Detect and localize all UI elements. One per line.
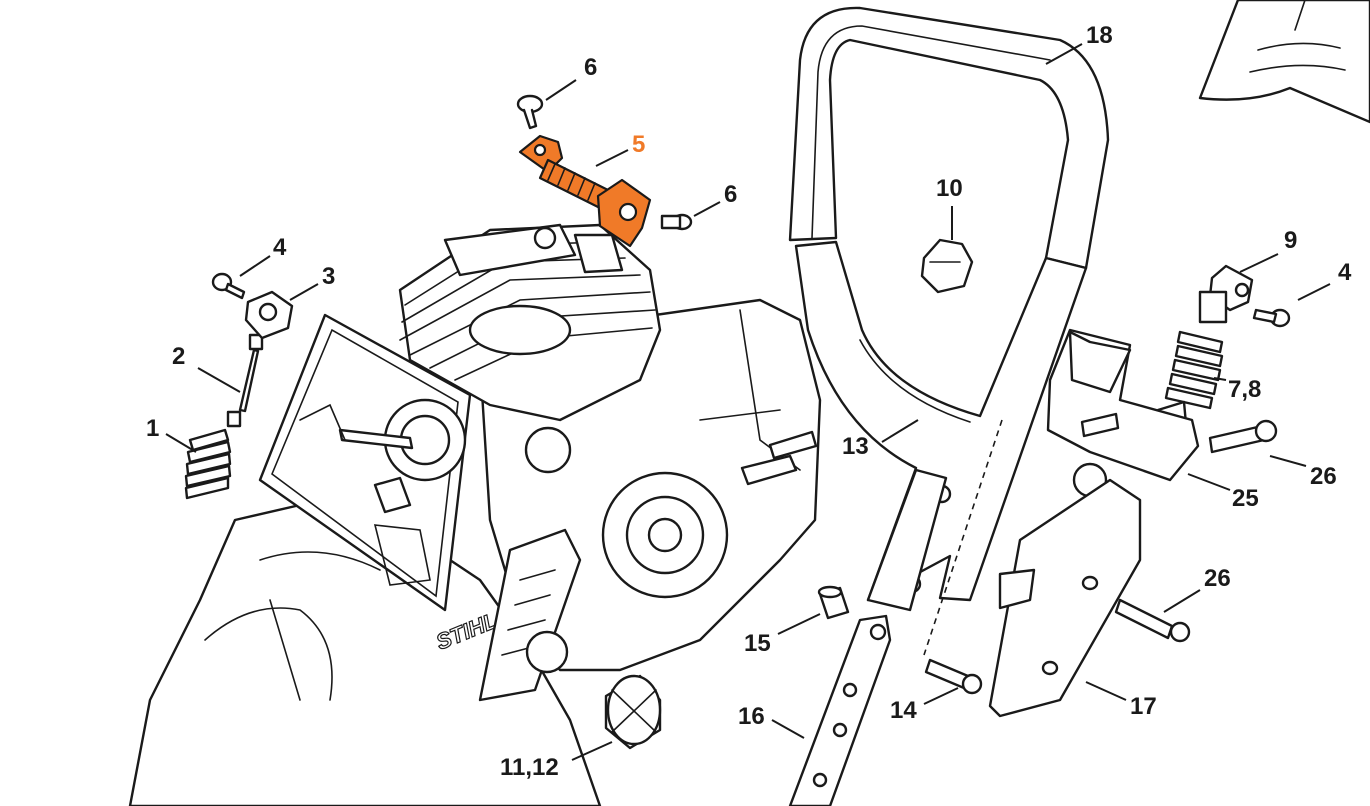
callout-25[interactable]: 25: [1232, 485, 1259, 512]
part-25-bracket: [1046, 328, 1200, 498]
part-4b-screw: [1252, 308, 1291, 328]
callout-11-12[interactable]: 11,12: [500, 754, 559, 781]
top-right-component: [1198, 0, 1370, 124]
callout-15[interactable]: 15: [744, 630, 771, 657]
part-2-pin: [226, 333, 264, 428]
callout-1[interactable]: 1: [146, 415, 159, 442]
part-26b-screw: [1114, 598, 1191, 643]
callout-26-top[interactable]: 26: [1310, 463, 1337, 490]
callout-16[interactable]: 16: [738, 703, 765, 730]
part-16-strip: [788, 614, 892, 806]
assembly-dash-line: [923, 419, 1003, 656]
screw-6a: [516, 94, 544, 130]
part-7-8-spring: [1156, 330, 1224, 432]
part-10-nut: [920, 238, 974, 294]
callout-6-right[interactable]: 6: [724, 181, 737, 208]
part-3-bracket: [244, 290, 294, 340]
callout-13[interactable]: 13: [842, 433, 869, 460]
callout-6-top[interactable]: 6: [584, 54, 597, 81]
screw-6b: [660, 213, 693, 231]
part-4a-screw: [211, 272, 246, 300]
callout-4-right[interactable]: 4: [1338, 259, 1352, 286]
callout-17[interactable]: 17: [1130, 693, 1157, 720]
callout-labels: 18 6 5 6 10 4 3 9 4 2 7,8 1 13 26 25 26 …: [146, 22, 1352, 781]
callout-7-8[interactable]: 7,8: [1228, 376, 1261, 403]
carburetor-box: [258, 313, 472, 612]
handle-bar-18: [788, 6, 1110, 612]
cylinder: [398, 223, 662, 422]
part-1-spring: [184, 428, 232, 500]
callout-3[interactable]: 3: [322, 263, 335, 290]
callout-26-bottom[interactable]: 26: [1204, 565, 1231, 592]
part-15-spacer: [817, 585, 850, 620]
callout-9[interactable]: 9: [1284, 227, 1297, 254]
callout-4-left[interactable]: 4: [273, 234, 287, 261]
part-14-screw: [924, 658, 983, 695]
part-11-12-cap: [604, 674, 662, 750]
part-5-buffer: [518, 134, 652, 248]
callout-14[interactable]: 14: [890, 697, 917, 724]
callout-5[interactable]: 5: [632, 131, 645, 158]
part-17-guard: [988, 478, 1142, 718]
callout-18[interactable]: 18: [1086, 22, 1113, 49]
callout-2[interactable]: 2: [172, 343, 185, 370]
part-9-mount: [1198, 264, 1254, 324]
leader-lines: [165, 43, 1331, 761]
callout-10[interactable]: 10: [936, 175, 963, 202]
part-26a-screw: [1208, 419, 1278, 454]
